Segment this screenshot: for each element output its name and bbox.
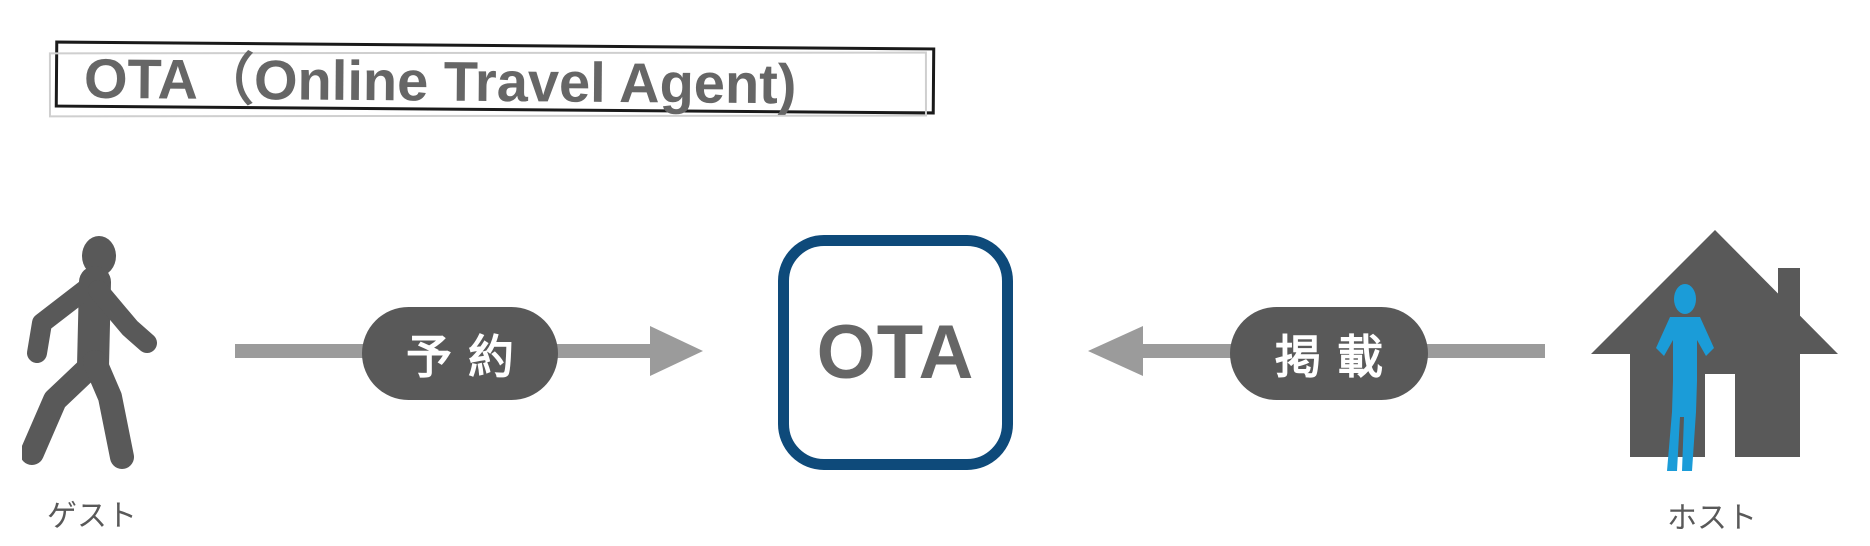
guest-label: ゲスト (47, 500, 137, 533)
host-label: ホスト (1667, 502, 1757, 535)
page-title: OTA（Online Travel Agent) (83, 46, 797, 116)
house-door (1705, 374, 1735, 457)
title-box: OTA（Online Travel Agent) (54, 40, 936, 115)
host-person-icon (1656, 284, 1714, 471)
listing-pill: 掲載 (1230, 307, 1428, 400)
reservation-pill: 予約 (362, 307, 558, 400)
ota-label: OTA (816, 310, 975, 395)
ota-box: OTA (778, 235, 1013, 470)
walking-person-icon (22, 236, 157, 469)
house-icon (1591, 230, 1838, 471)
